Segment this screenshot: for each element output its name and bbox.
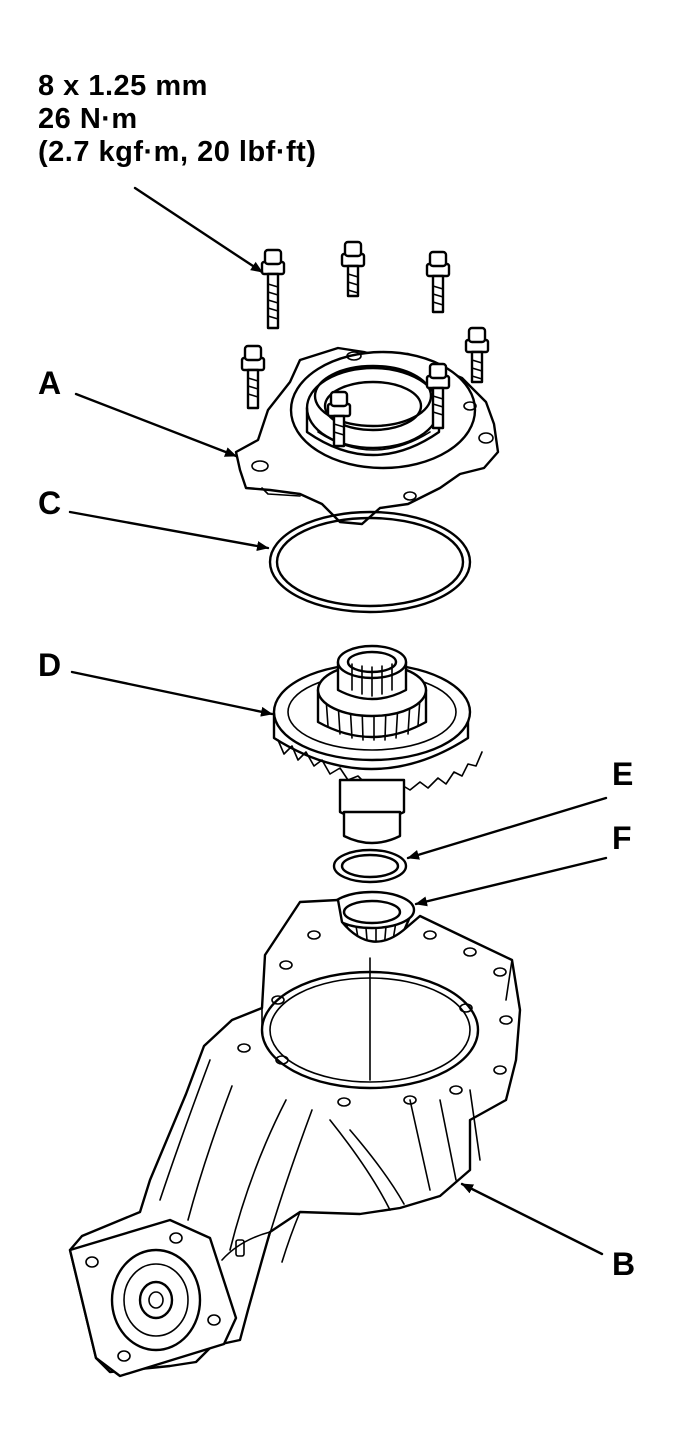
bolt [425,250,451,314]
gear-d [272,644,483,845]
callout-a-arrow [74,392,238,458]
bolt [240,344,266,410]
callout-d-arrow [70,670,274,717]
bolt [340,240,366,298]
callout-label-d: D [38,647,62,683]
callout-label-f: F [612,820,632,856]
torque-nm-text: 26 N·m [38,103,138,135]
o-ring-c [268,510,472,614]
callout-e-arrow [406,796,608,860]
bolt-size-text: 8 x 1.25 mm [38,70,208,102]
bolt [464,326,490,384]
bolt [260,248,286,330]
callout-label-b: B [612,1246,636,1282]
bolt [326,390,352,448]
shim-e [332,848,408,884]
callout-f-arrow [414,856,608,907]
housing-b [68,898,522,1378]
bolt-torque-spec: 8 x 1.25 mm 26 N·m (2.7 kgf·m, 20 lbf·ft… [38,70,316,169]
callout-b-arrow [460,1182,604,1256]
callout-label-c: C [38,485,62,521]
callout-c-arrow [68,510,270,551]
cover-plate-a [234,346,500,526]
callout-label-a: A [38,365,62,401]
spec-leader-arrow [133,186,264,274]
bolt [425,362,451,430]
torque-alt-units-text: (2.7 kgf·m, 20 lbf·ft) [38,136,317,168]
callout-label-e: E [612,756,634,792]
